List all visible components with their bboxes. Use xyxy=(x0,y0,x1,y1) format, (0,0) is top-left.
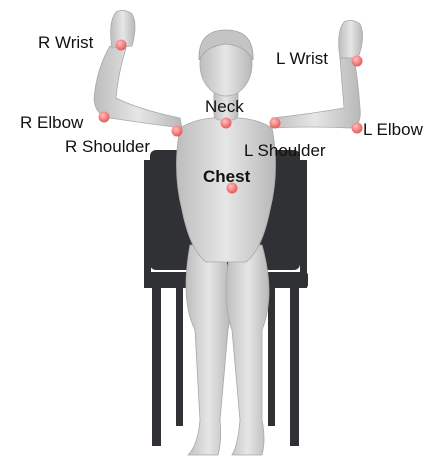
label-r-wrist: R Wrist xyxy=(38,34,93,51)
keypoint-r-wrist xyxy=(116,40,127,51)
keypoint-l-wrist xyxy=(352,56,363,67)
keypoint-l-elbow xyxy=(352,123,363,134)
keypoint-r-elbow xyxy=(99,112,110,123)
label-l-elbow: L Elbow xyxy=(363,121,423,138)
label-l-wrist: L Wrist xyxy=(276,50,328,67)
label-r-elbow: R Elbow xyxy=(20,114,83,131)
label-l-shoulder: L Shoulder xyxy=(244,142,326,159)
keypoint-r-shoulder xyxy=(172,126,183,137)
keypoint-l-shoulder xyxy=(270,118,281,129)
keypoint-neck xyxy=(221,118,232,129)
body xyxy=(94,10,363,455)
label-neck: Neck xyxy=(205,98,244,115)
label-r-shoulder: R Shoulder xyxy=(65,138,150,155)
label-chest: Chest xyxy=(203,168,250,185)
